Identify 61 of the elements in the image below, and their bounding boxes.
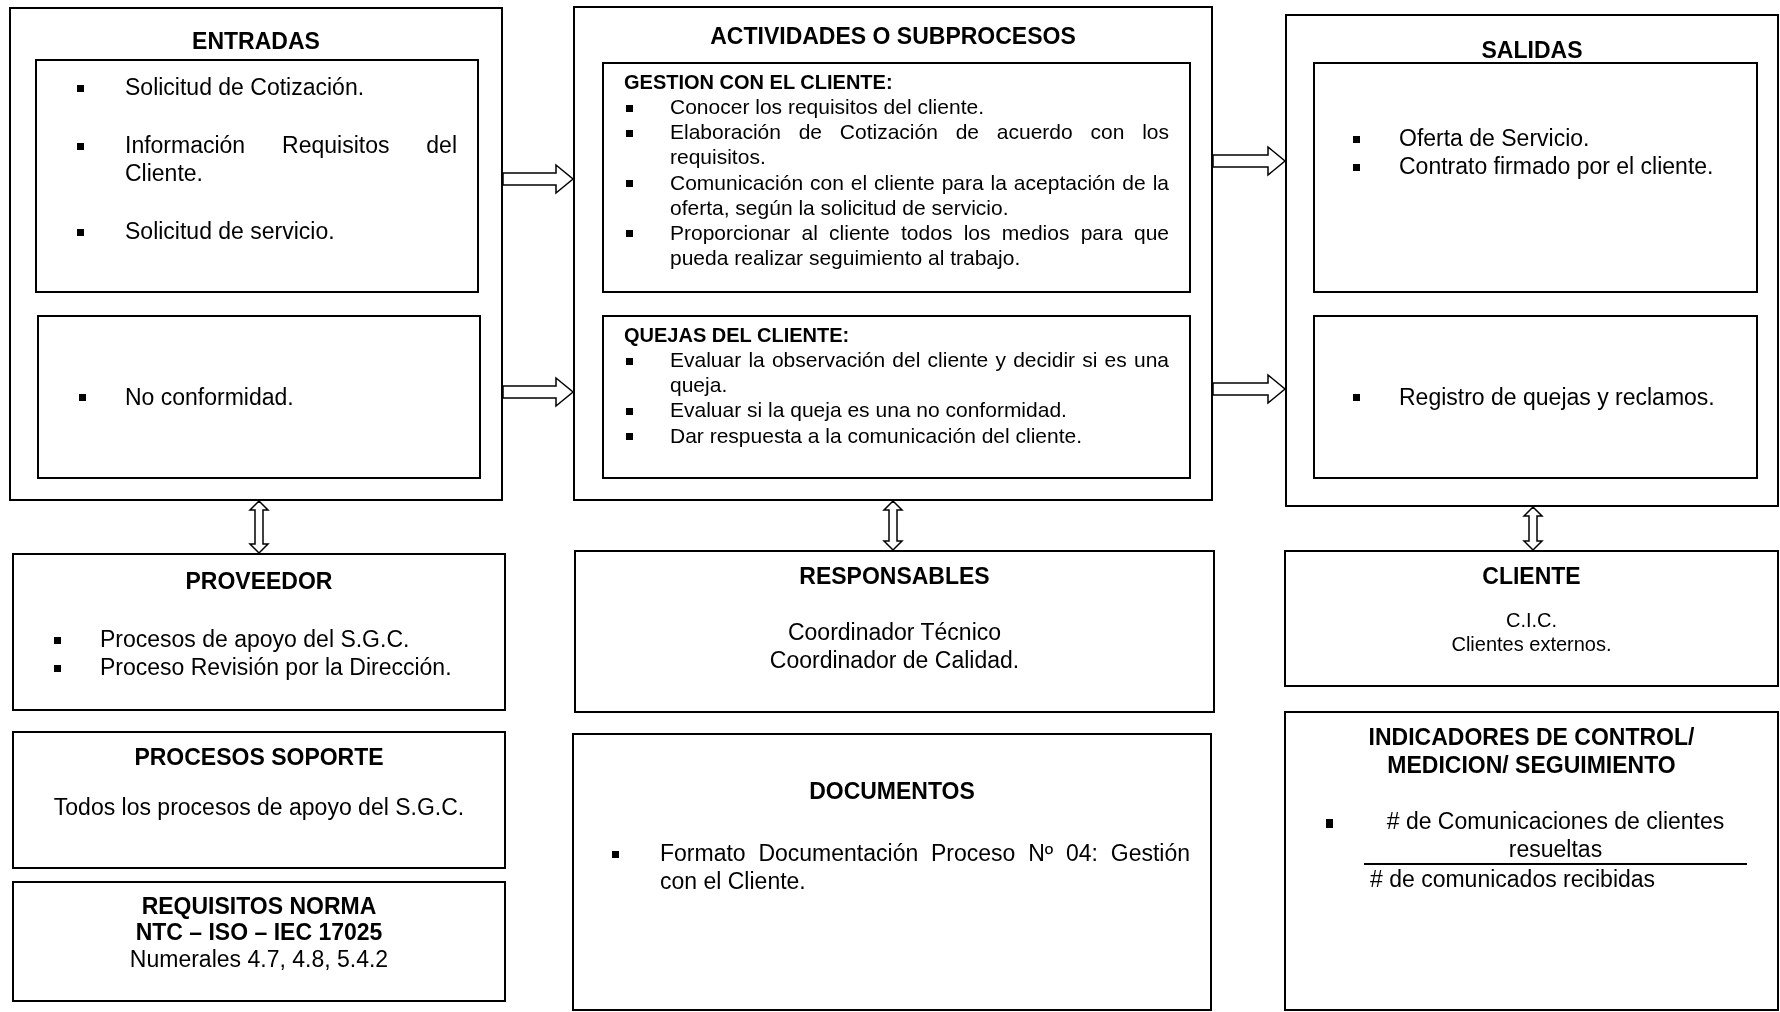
- process-box: [602, 62, 1191, 293]
- process-box: [1313, 315, 1758, 479]
- process-box: [35, 59, 479, 293]
- box-heading: ACTIVIDADES O SUBPROCESOS: [709, 22, 1077, 51]
- bullet-item: Información Requisitos del Cliente.: [57, 131, 457, 188]
- bullet-item: Evaluar la observación del cliente y decidir si es una queja.: [624, 347, 1169, 398]
- box-text: Clientes externos.: [1450, 632, 1613, 657]
- box-heading: REQUISITOS NORMA: [140, 893, 378, 920]
- bullet-item: Comunicación con el cliente para la aceptación de la oferta, según la solicitud de servicio.: [624, 169, 1169, 220]
- process-box: [1284, 711, 1779, 1011]
- process-box: [1313, 62, 1758, 293]
- box-heading: INDICADORES DE CONTROL/ MEDICION/ SEGUIMIENTO: [1367, 723, 1696, 780]
- box-heading: RESPONSABLES: [798, 562, 991, 591]
- box-heading: ENTRADAS: [191, 27, 321, 56]
- process-box: [1284, 550, 1779, 687]
- box-heading: CLIENTE: [1481, 562, 1582, 591]
- process-box: [572, 733, 1212, 1011]
- box-text: Numerales 4.7, 4.8, 5.4.2: [128, 945, 390, 973]
- block-arrow: [1212, 373, 1287, 405]
- bullet-item: Proceso Revisión por la Dirección.: [34, 653, 484, 682]
- bullet-item: No conformidad.: [59, 382, 459, 411]
- block-arrow: [1212, 145, 1287, 177]
- group-box: [573, 6, 1213, 501]
- group-box: [9, 7, 503, 501]
- fraction-numerator: # de Comunicaciones de clientes resueltas: [1364, 807, 1747, 866]
- process-box: [12, 553, 506, 711]
- block-arrow: [502, 163, 575, 195]
- fraction-denominator: # de comunicados recibidas: [1369, 865, 1657, 894]
- box-heading: GESTION CON EL CLIENTE:: [624, 70, 894, 94]
- box-text: C.I.C.: [1504, 608, 1559, 633]
- process-box: [12, 731, 506, 869]
- double-block-arrow: [1522, 505, 1544, 552]
- box-heading: PROVEEDOR: [184, 567, 334, 596]
- box-text: Todos los procesos de apoyo del S.G.C.: [52, 793, 466, 822]
- bullet-item: Solicitud de Cotización.: [57, 73, 457, 102]
- box-heading: PROCESOS SOPORTE: [133, 743, 385, 772]
- process-box: [602, 315, 1191, 479]
- block-arrow: [502, 376, 575, 408]
- bullet-item: Contrato firmado por el cliente.: [1333, 152, 1738, 181]
- box-text: Coordinador Técnico: [786, 618, 1003, 647]
- bullet-item: Proporcionar al cliente todos los medios para que pueda realizar seguimiento al trabajo.: [624, 219, 1169, 271]
- bullet-item: Conocer los requisitos del cliente.: [624, 94, 1169, 120]
- bullet-item: Elaboración de Cotización de acuerdo con los requisitos.: [624, 119, 1169, 170]
- bullet-item: Oferta de Servicio.: [1333, 124, 1738, 153]
- group-box: [1285, 14, 1779, 507]
- bullet-item: Procesos de apoyo del S.G.C.: [34, 625, 484, 654]
- process-box: [574, 550, 1215, 713]
- bullet-item: Registro de quejas y reclamos.: [1333, 382, 1738, 411]
- double-block-arrow: [882, 499, 904, 552]
- process-box: [37, 315, 481, 479]
- bullet-item: Evaluar si la queja es una no conformidad.: [624, 397, 1169, 423]
- bullet-item: Solicitud de servicio.: [57, 217, 457, 246]
- box-text: Coordinador de Calidad.: [768, 646, 1021, 675]
- double-block-arrow: [248, 499, 270, 555]
- box-heading: SALIDAS: [1480, 36, 1584, 65]
- box-heading: QUEJAS DEL CLIENTE:: [624, 323, 851, 347]
- bullet-item: Dar respuesta a la comunicación del cliente.: [624, 422, 1169, 448]
- bullet-item: Formato Documentación Proceso Nº 04: Gestión con el Cliente.: [594, 839, 1190, 896]
- box-heading: DOCUMENTOS: [808, 777, 976, 806]
- box-heading: NTC – ISO – IEC 17025: [134, 919, 384, 946]
- process-box: [12, 881, 506, 1002]
